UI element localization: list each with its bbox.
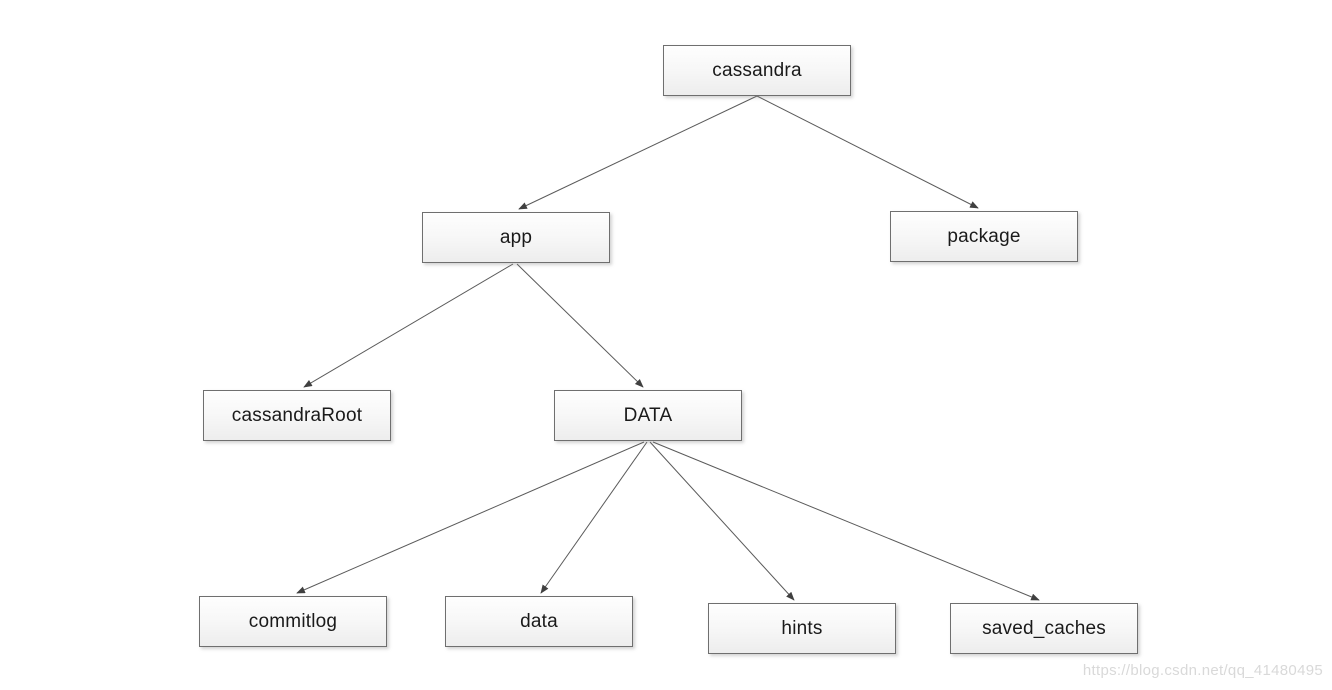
node-data: data [445, 596, 633, 647]
edge-app-DATA [516, 263, 644, 388]
node-DATA-label: DATA [623, 404, 673, 426]
csdn-watermark: https://blog.csdn.net/qq_41480495 [1082, 662, 1323, 679]
node-cassandraRoot-label: cassandraRoot [231, 404, 363, 426]
node-cassandra: cassandra [663, 45, 851, 96]
edge-DATA-commitlog [296, 441, 645, 594]
node-cassandra-label: cassandra [712, 59, 802, 81]
node-package-label: package [947, 225, 1021, 247]
node-app: app [422, 212, 610, 263]
node-package: package [890, 211, 1078, 262]
edge-DATA-saved_caches [652, 441, 1040, 601]
node-app-label: app [499, 226, 533, 248]
node-data-label: data [520, 610, 558, 632]
node-cassandraRoot: cassandraRoot [203, 390, 391, 441]
node-commitlog: commitlog [199, 596, 387, 647]
edge-DATA-hints [649, 441, 795, 601]
node-saved_caches: saved_caches [950, 603, 1138, 654]
edge-DATA-data [540, 441, 648, 594]
node-commitlog-label: commitlog [248, 610, 338, 632]
node-saved_caches-label: saved_caches [982, 617, 1106, 639]
edge-app-cassandraRoot [303, 263, 514, 388]
node-hints: hints [708, 603, 896, 654]
edge-cassandra-app [518, 95, 758, 210]
node-hints-label: hints [781, 617, 823, 639]
node-DATA: DATA [554, 390, 742, 441]
edge-cassandra-package [756, 95, 979, 209]
